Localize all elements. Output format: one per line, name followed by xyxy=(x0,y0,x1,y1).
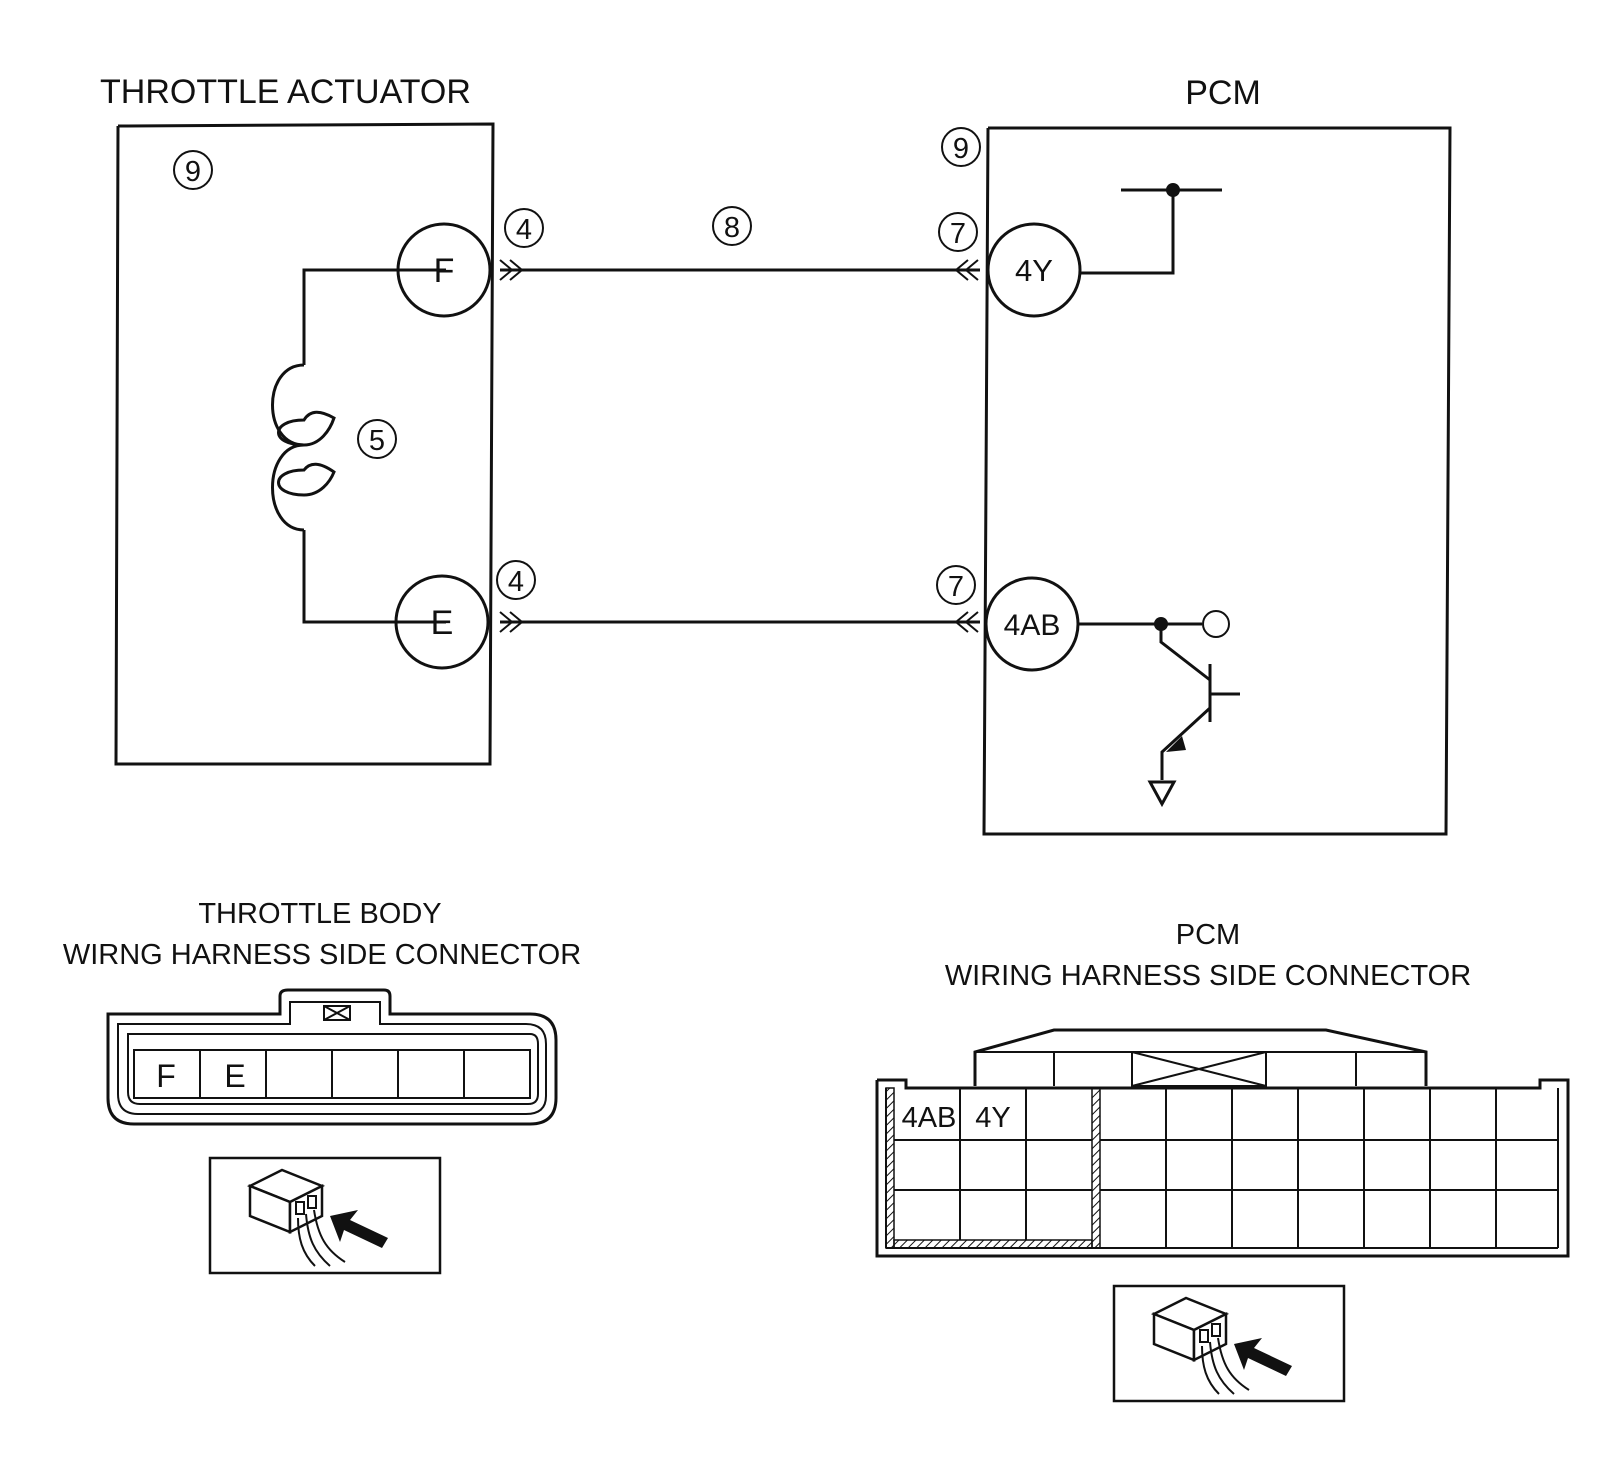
coil-loop-top xyxy=(277,410,336,447)
pcm-connector-title1: PCM xyxy=(1176,919,1240,951)
tb-pin-6 xyxy=(463,1049,531,1099)
wire-4y-internal xyxy=(1080,190,1175,275)
chevron-4ab-2 xyxy=(964,611,979,633)
terminal-e-circle xyxy=(394,574,490,670)
ref-circle-7-top xyxy=(938,212,978,252)
ground-symbol xyxy=(1147,780,1177,808)
tb-pin-1-label: F xyxy=(156,1058,176,1094)
pcm-connector-title2: WIRING HARNESS SIDE CONNECTOR xyxy=(945,960,1471,992)
throttle-actuator-box xyxy=(114,122,495,766)
ref-circle-9-pcm xyxy=(941,127,981,167)
chevron-4y-1 xyxy=(954,259,969,281)
ref-4-top: 4 xyxy=(516,214,532,246)
tb-connector xyxy=(106,988,558,1126)
tb-connector-title1: THROTTLE BODY xyxy=(198,898,441,930)
ref-circle-5 xyxy=(357,419,397,459)
chevron-e-1 xyxy=(499,611,514,633)
ref-8: 8 xyxy=(724,212,740,244)
chevron-4y-2 xyxy=(964,259,979,281)
transistor-emitter xyxy=(1160,706,1212,780)
tb-pin-3 xyxy=(265,1049,333,1099)
emitter-arrow xyxy=(1166,736,1186,752)
wire-coil-bottom xyxy=(302,530,446,624)
pcm-title: PCM xyxy=(1185,74,1261,112)
ref-5: 5 xyxy=(369,425,385,457)
pcm-pin-4ab-label: 4AB xyxy=(902,1102,957,1134)
pcm-connector-view-icon xyxy=(1112,1284,1346,1403)
chevron-4ab-1 xyxy=(954,611,969,633)
terminal-4y-circle xyxy=(986,222,1082,318)
ref-circle-7-bottom xyxy=(936,565,976,605)
coil-loop-bottom xyxy=(277,462,336,497)
wire-coil-top xyxy=(302,268,446,365)
terminal-f-circle xyxy=(396,222,492,318)
pcm-pin-4y-label: 4Y xyxy=(975,1102,1010,1134)
open-terminal xyxy=(1202,610,1230,638)
junction-4y xyxy=(1166,183,1180,197)
tb-pin-4 xyxy=(331,1049,399,1099)
tb-connector-view-icon xyxy=(208,1156,442,1275)
terminal-f-label: F xyxy=(434,252,455,290)
throttle-actuator-title: THROTTLE ACTUATOR xyxy=(100,73,471,111)
tb-pin-5 xyxy=(397,1049,465,1099)
ref-7-top: 7 xyxy=(950,218,966,250)
tb-connector-title2: WIRNG HARNESS SIDE CONNECTOR xyxy=(63,939,581,971)
chevron-e-2 xyxy=(509,611,524,633)
coil-outer xyxy=(271,363,305,532)
ref-circle-9-actuator xyxy=(173,150,213,190)
terminal-4ab-label: 4AB xyxy=(1004,609,1061,642)
terminal-e-label: E xyxy=(431,604,454,642)
ref-circle-8 xyxy=(712,206,752,246)
pcm-connector-grid: 4AB 4Y xyxy=(894,1088,1558,1248)
tb-connector-pins: F E xyxy=(133,1049,531,1099)
ref-9-actuator: 9 xyxy=(185,156,201,188)
chevron-f-2 xyxy=(509,259,524,281)
ref-4-bottom: 4 xyxy=(508,566,524,598)
ref-circle-4-bottom xyxy=(496,560,536,600)
terminal-4y-label: 4Y xyxy=(1015,253,1053,288)
pcm-box xyxy=(982,126,1452,836)
pcm-connector xyxy=(875,1028,1570,1258)
ref-7-bottom: 7 xyxy=(948,571,964,603)
tb-pin-2-label: E xyxy=(224,1058,245,1094)
ref-circle-4-top xyxy=(504,208,544,248)
transistor-collector xyxy=(1159,624,1211,682)
ref-9-pcm: 9 xyxy=(953,133,969,165)
chevron-f-1 xyxy=(499,259,514,281)
